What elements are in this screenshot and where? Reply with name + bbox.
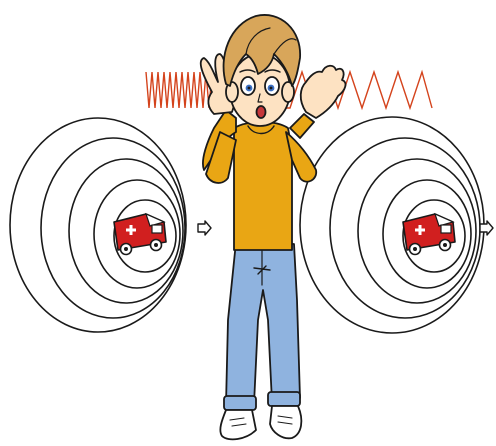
hand-right [301, 66, 346, 118]
arrow-right-icon [480, 221, 493, 235]
arrow-right-icon [198, 221, 211, 235]
open-mouth [257, 106, 266, 118]
ambulance-icon [114, 214, 166, 255]
wavefronts-right [300, 117, 484, 333]
ambulance-icon [403, 214, 455, 255]
wavefront-ring [300, 117, 484, 333]
shirt [234, 122, 292, 250]
jeans [226, 242, 300, 404]
boy-listening-figure [201, 15, 346, 439]
shoe-right [270, 406, 301, 438]
